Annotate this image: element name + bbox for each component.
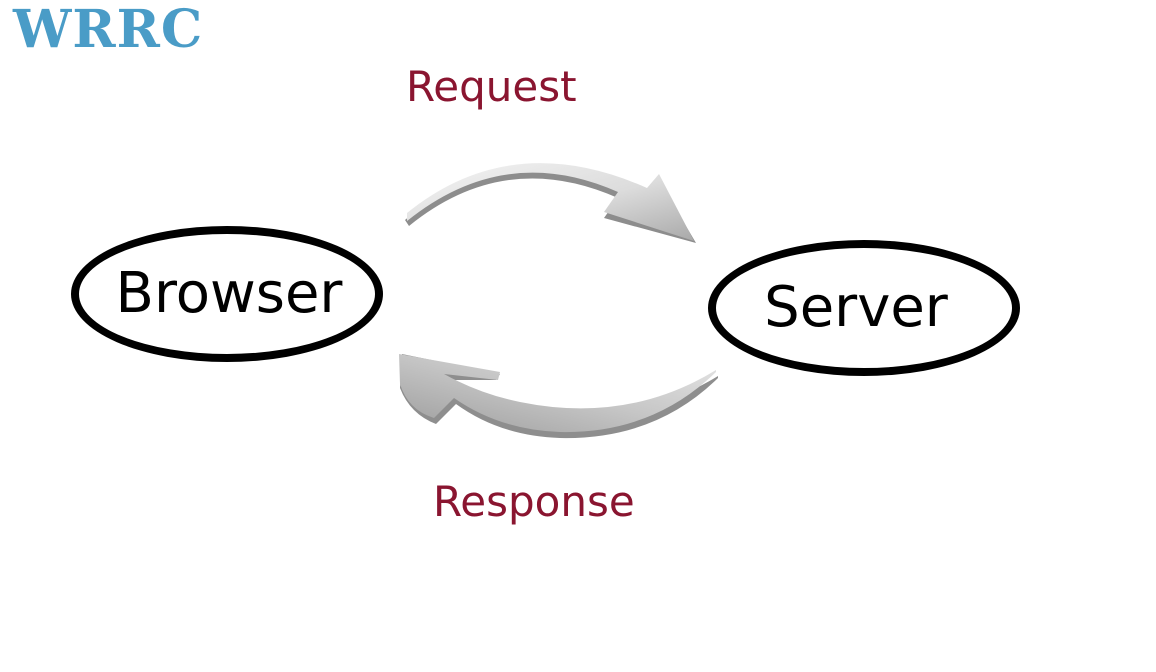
request-label: Request: [406, 62, 577, 111]
server-label: Server: [764, 275, 948, 340]
browser-label: Browser: [115, 261, 343, 326]
browser-node: Browser: [71, 226, 383, 362]
logo-wrrc: WRRC: [13, 0, 204, 60]
response-label: Response: [433, 477, 635, 526]
server-node: Server: [708, 240, 1020, 376]
response-arrow-icon: [399, 354, 718, 439]
request-arrow-icon: [405, 163, 696, 243]
